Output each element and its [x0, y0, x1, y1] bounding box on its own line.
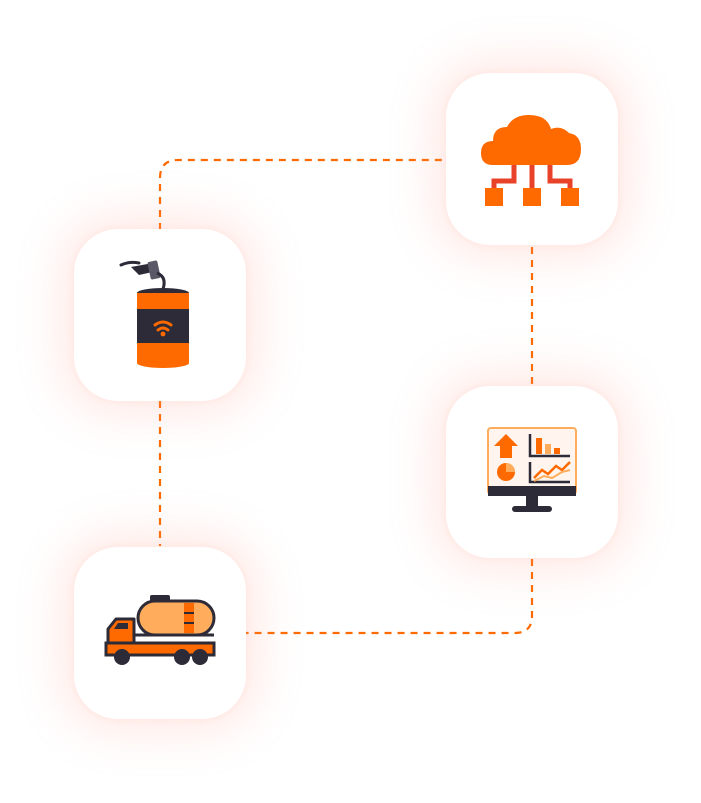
node-card-dashboard[interactable] [446, 386, 618, 558]
node-card-truck[interactable] [74, 547, 246, 719]
node-card-cloud[interactable] [446, 73, 618, 245]
analytics-dashboard-icon [487, 427, 577, 512]
fuel-tanker-truck-icon [104, 595, 216, 665]
connector-dashboard-to-truck [246, 559, 534, 635]
smart-fuel-tank-icon [119, 260, 189, 368]
connector-tank-to-cloud [158, 158, 447, 230]
node-card-tank[interactable] [74, 229, 246, 401]
cloud-network-icon [481, 115, 581, 206]
